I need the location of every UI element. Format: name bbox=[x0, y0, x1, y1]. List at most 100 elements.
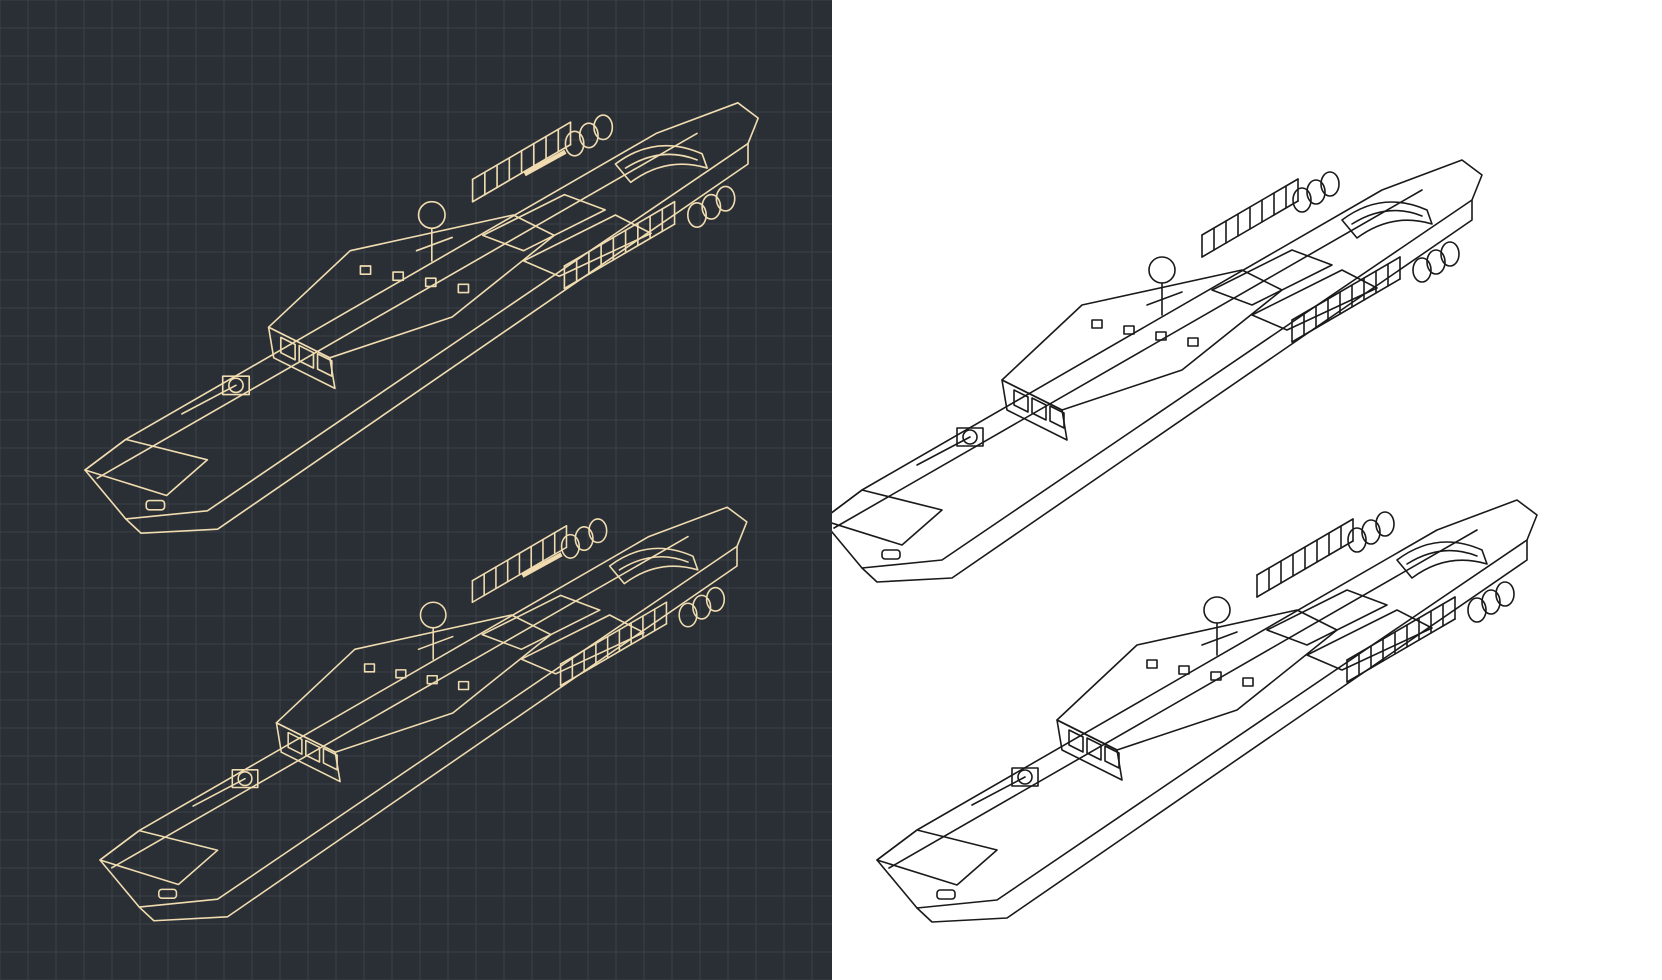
life-raft-canister bbox=[1426, 249, 1446, 275]
cabin-front bbox=[267, 326, 336, 390]
roof-vent bbox=[457, 283, 470, 294]
mast-arm bbox=[415, 236, 454, 252]
gun-mount-forward bbox=[1011, 767, 1039, 787]
life-raft-canister bbox=[1495, 581, 1515, 607]
gun-barrel-forward bbox=[916, 436, 971, 466]
cabin-window bbox=[1086, 737, 1102, 761]
gun-turret-forward bbox=[237, 771, 253, 787]
inflatable-boat bbox=[1396, 541, 1488, 579]
cabin-window bbox=[280, 336, 296, 361]
deck-hatch bbox=[1266, 589, 1388, 646]
deck-edge-line bbox=[833, 189, 1423, 529]
railing-starboard-bottom bbox=[559, 623, 668, 687]
gun-barrel-forward bbox=[181, 384, 237, 415]
cabin-window bbox=[287, 731, 303, 755]
cabin-window bbox=[298, 344, 315, 369]
mast-arm bbox=[1201, 631, 1238, 646]
life-raft-canister bbox=[593, 114, 614, 141]
deck-hatch bbox=[522, 214, 652, 278]
roof-vent bbox=[1091, 319, 1103, 329]
hull-outline bbox=[99, 506, 748, 908]
inflatable-boat-inner bbox=[1406, 549, 1478, 565]
life-raft-canister bbox=[574, 526, 594, 552]
life-raft-canister bbox=[578, 122, 599, 149]
roof-vent bbox=[363, 663, 376, 673]
bow-hatch bbox=[145, 499, 166, 511]
bow-hatch bbox=[936, 889, 956, 900]
railing-starboard-top bbox=[1291, 256, 1401, 321]
deck-marking bbox=[521, 552, 563, 578]
blueprint-boat-top bbox=[84, 101, 760, 535]
cabin-window bbox=[1031, 397, 1047, 421]
hull-side bbox=[124, 142, 749, 535]
deck-hatch bbox=[1306, 609, 1433, 671]
gun-barrel-forward bbox=[971, 776, 1026, 806]
railing-starboard-bottom bbox=[1291, 278, 1401, 343]
roof-vent bbox=[1123, 325, 1135, 335]
hull-side bbox=[138, 545, 738, 922]
cabin-front bbox=[1001, 379, 1068, 441]
cabin-window bbox=[322, 747, 338, 771]
bow-deck-plate bbox=[84, 438, 209, 497]
life-raft-canister bbox=[1412, 257, 1432, 283]
roof-vent bbox=[1146, 659, 1158, 669]
life-raft-canister bbox=[1292, 187, 1312, 213]
gun-mount-forward bbox=[231, 769, 259, 789]
life-raft-canister bbox=[1375, 511, 1395, 537]
blueprint-canvas bbox=[0, 0, 832, 980]
roof-vent bbox=[426, 674, 438, 685]
railing-starboard-bottom bbox=[1346, 618, 1456, 683]
hull-outline bbox=[832, 159, 1483, 569]
life-raft-canister bbox=[1440, 241, 1460, 267]
roof-vent bbox=[457, 680, 470, 691]
cabin-front bbox=[275, 722, 341, 783]
deck-marking bbox=[523, 149, 567, 177]
roof-vent bbox=[1155, 331, 1167, 341]
line-drawing-background bbox=[832, 0, 1662, 980]
cabin-window bbox=[1013, 389, 1029, 413]
roof-vent bbox=[424, 277, 437, 288]
gun-barrel-forward bbox=[192, 777, 246, 807]
life-raft-canister bbox=[564, 130, 585, 157]
inflatable-boat bbox=[608, 547, 699, 585]
mast-arm bbox=[1146, 291, 1183, 306]
roof-vent bbox=[1210, 671, 1222, 681]
railing-starboard-top bbox=[1346, 596, 1456, 661]
cabin-window bbox=[316, 352, 333, 377]
life-raft-canister bbox=[560, 533, 581, 559]
inflatable-boat bbox=[614, 144, 709, 184]
railing-starboard-bottom bbox=[563, 223, 676, 290]
life-raft-canister bbox=[588, 518, 608, 544]
gun-turret-forward bbox=[962, 429, 978, 445]
line-drawing-panel bbox=[832, 0, 1662, 980]
life-raft-canister bbox=[687, 201, 707, 229]
mast-arm bbox=[417, 635, 454, 651]
bow-hatch bbox=[158, 888, 178, 900]
blueprint-background bbox=[0, 0, 832, 980]
deck-hatch bbox=[520, 614, 645, 675]
roof-vent bbox=[359, 265, 372, 275]
hull-outline bbox=[84, 101, 760, 520]
inflatable-boat bbox=[1341, 201, 1433, 239]
life-raft-canister bbox=[1347, 527, 1367, 553]
blueprint-panel bbox=[0, 0, 832, 980]
cabin-window bbox=[305, 739, 321, 763]
cabin-window bbox=[1068, 729, 1084, 753]
inflatable-boat-inner bbox=[618, 556, 689, 571]
life-raft-canister bbox=[1320, 171, 1340, 197]
deck-hatch bbox=[1211, 249, 1333, 306]
cabin-front bbox=[1056, 719, 1123, 781]
life-raft-canister bbox=[1306, 179, 1326, 205]
bow-deck-plate bbox=[832, 489, 943, 546]
deck-edge-line bbox=[110, 535, 689, 869]
deck-hatch bbox=[481, 594, 601, 651]
life-raft-canister bbox=[678, 602, 698, 628]
bow-deck-plate bbox=[99, 829, 219, 886]
line-drawing-canvas bbox=[832, 0, 1662, 980]
roof-vent bbox=[395, 669, 407, 679]
bow-deck-plate bbox=[876, 829, 998, 886]
life-raft-canister bbox=[715, 185, 736, 212]
life-raft-canister bbox=[692, 594, 712, 620]
life-raft-canister bbox=[705, 586, 726, 612]
